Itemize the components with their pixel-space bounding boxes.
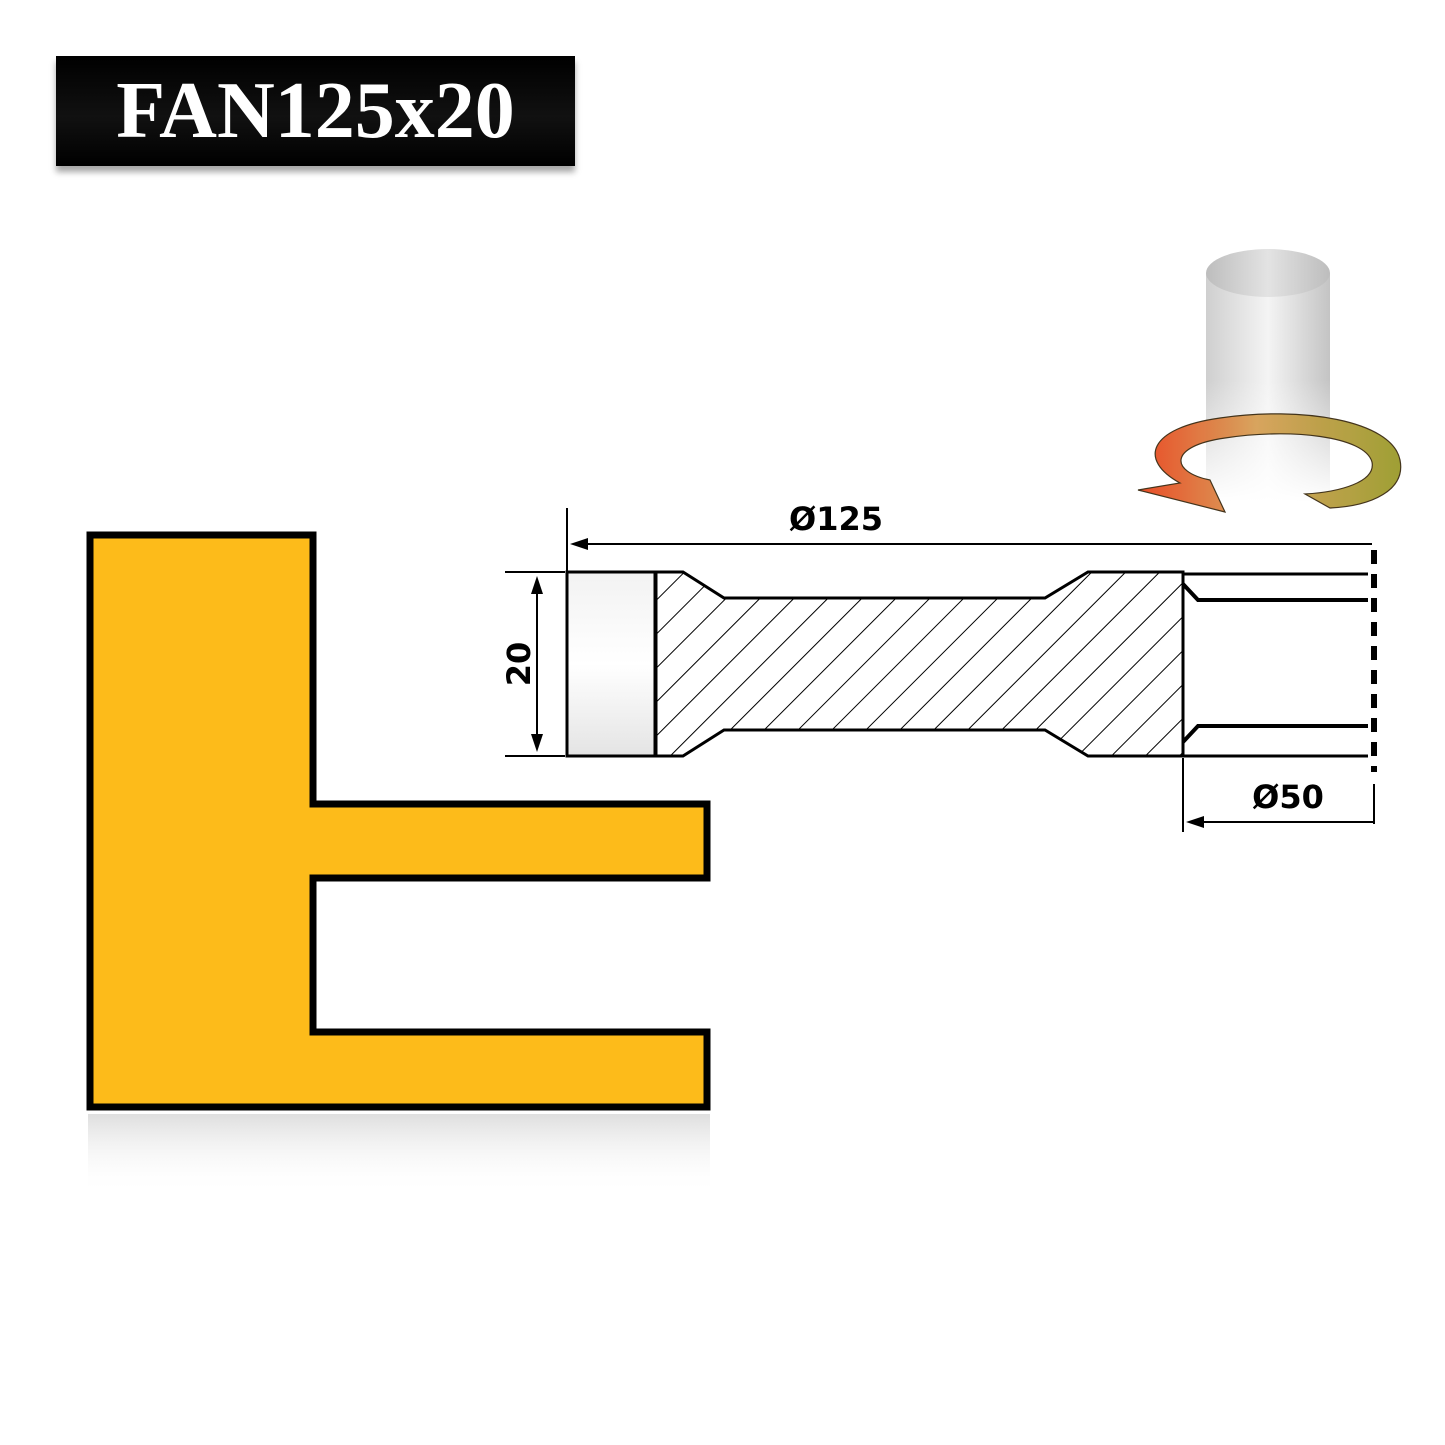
bore-diameter-label: Ø50 [1252,778,1324,816]
dimension-height: 20 [500,571,565,757]
cutter-cross-section [565,550,1377,772]
cutting-insert [565,570,657,758]
profile-reflection [88,1114,710,1194]
rotation-arrow-icon [1137,413,1402,513]
dimension-bore-diameter: Ø50 [1182,758,1375,832]
cutter-profile [86,531,711,1194]
product-title-banner: FAN125x20 [56,56,575,166]
outer-diameter-label: Ø125 [789,500,883,538]
product-title: FAN125x20 [116,67,515,155]
height-label: 20 [500,642,538,687]
spindle-cylinder-icon [1206,249,1330,502]
dimension-outer-diameter: Ø125 [566,500,1372,572]
bore-section [1181,550,1377,772]
cutter-body-hatched [654,570,1185,758]
